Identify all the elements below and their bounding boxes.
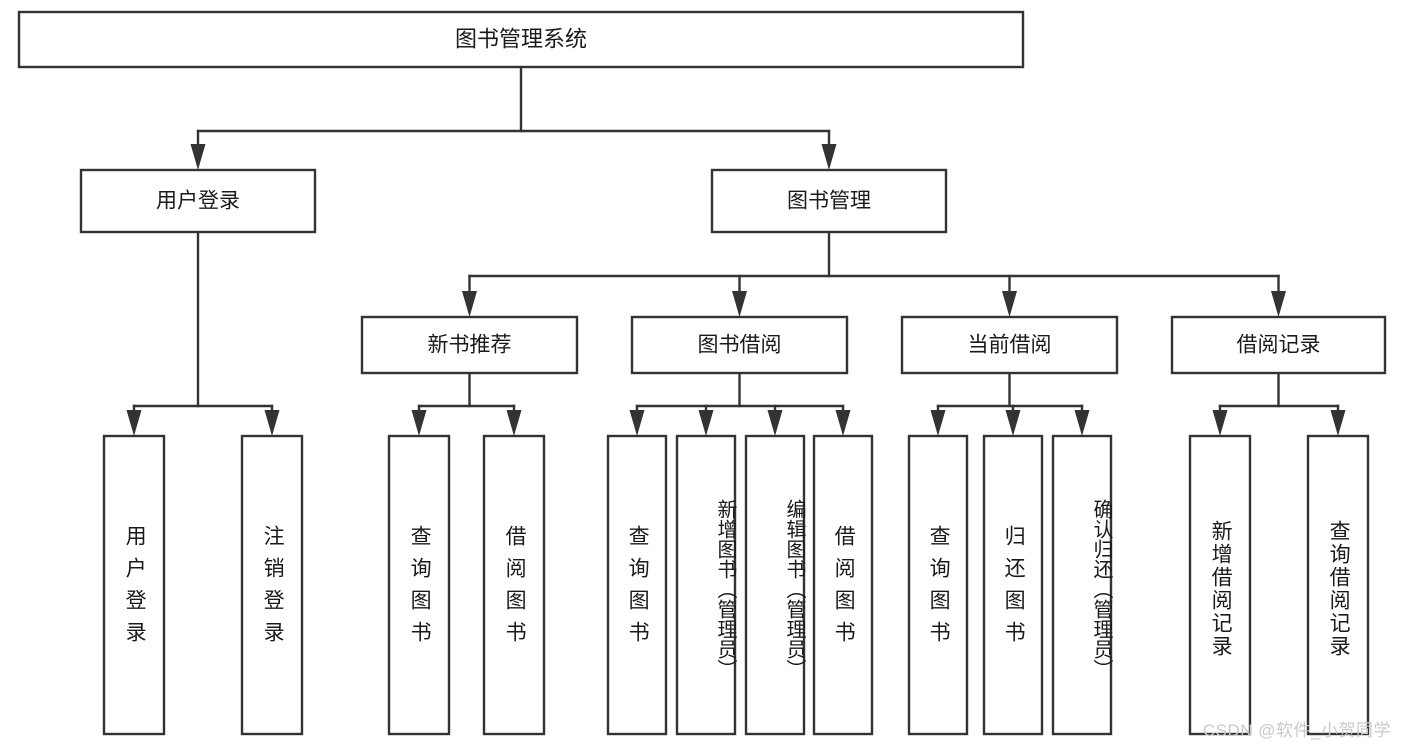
leaf-leaf-add-book-admin-rect[interactable]: [675, 434, 737, 736]
leaf-leaf-query-book-recommend-rect[interactable]: [387, 434, 451, 736]
leaf-leaf-borrow-book-recommend[interactable]: [482, 434, 546, 736]
node-borrow-record-rect[interactable]: [1170, 315, 1387, 375]
leaf-leaf-query-book-current[interactable]: [907, 434, 969, 736]
node-current-borrow-rect[interactable]: [900, 315, 1119, 375]
arrow-down-icon-leaf-query-book-recommend: [411, 410, 427, 436]
arrow-down-icon-leaf-borrow-book: [835, 410, 851, 436]
leaf-leaf-user-login[interactable]: [102, 434, 166, 736]
arrow-down-icon-book-borrow: [732, 291, 747, 317]
connectors-layer: [126, 65, 1346, 436]
arrow-down-icon-leaf-edit-book-admin: [767, 410, 783, 436]
node-new-book-recommend-label: 新书推荐: [428, 334, 512, 357]
leaf-leaf-query-book-borrow-rect[interactable]: [606, 434, 668, 736]
arrow-down-icon-leaf-query-borrow-record: [1330, 410, 1346, 436]
node-user-login[interactable]: 用户登录: [79, 168, 317, 234]
node-borrow-record-label: 借阅记录: [1237, 334, 1321, 357]
arrow-down-icon-borrow-record: [1271, 291, 1286, 317]
node-new-book-recommend-rect[interactable]: [360, 315, 579, 375]
node-root-rect[interactable]: [17, 10, 1025, 69]
arrow-down-icon-leaf-logout-login: [264, 410, 280, 436]
node-book-management[interactable]: 图书管理: [710, 168, 948, 234]
node-user-login-rect[interactable]: [79, 168, 317, 234]
leaf-leaf-confirm-return-admin[interactable]: [1051, 434, 1113, 736]
leaf-leaf-return-book-rect[interactable]: [982, 434, 1044, 736]
leaf-leaf-borrow-book-rect[interactable]: [812, 434, 874, 736]
arrow-down-icon-current-borrow: [1002, 291, 1017, 317]
leaf-leaf-confirm-return-admin-rect[interactable]: [1051, 434, 1113, 736]
leaf-leaf-add-borrow-record-rect[interactable]: [1188, 434, 1252, 736]
arrow-down-icon-leaf-user-login: [126, 410, 142, 436]
arrow-down-icon-user-login: [190, 144, 206, 170]
leaf-leaf-query-book-borrow[interactable]: [606, 434, 668, 736]
arrow-down-icon-leaf-add-book-admin: [698, 410, 714, 436]
arrow-down-icon-leaf-confirm-return-admin: [1074, 410, 1090, 436]
leaf-leaf-add-book-admin[interactable]: [675, 434, 737, 736]
leaf-leaf-query-book-recommend[interactable]: [387, 434, 451, 736]
watermark: CSDN @软件_小贺同学: [1202, 721, 1391, 740]
node-borrow-record[interactable]: 借阅记录: [1170, 315, 1387, 375]
node-book-borrow[interactable]: 图书借阅: [630, 315, 849, 375]
node-current-borrow[interactable]: 当前借阅: [900, 315, 1119, 375]
arrow-down-icon-book-management: [821, 144, 837, 170]
node-book-borrow-rect[interactable]: [630, 315, 849, 375]
node-current-borrow-label: 当前借阅: [968, 334, 1052, 357]
node-book-borrow-label: 图书借阅: [698, 334, 782, 357]
leaf-leaf-query-borrow-record[interactable]: [1306, 434, 1370, 736]
arrow-down-icon-leaf-return-book: [1005, 410, 1021, 436]
node-user-login-label: 用户登录: [156, 190, 240, 213]
leaf-leaf-logout-login[interactable]: [240, 434, 304, 736]
leaf-leaf-return-book[interactable]: [982, 434, 1044, 736]
arrow-down-icon-new-book-recommend: [462, 291, 477, 317]
arrow-down-icon-leaf-borrow-book-recommend: [506, 410, 522, 436]
leaf-leaf-edit-book-admin[interactable]: [744, 434, 806, 736]
node-book-management-label: 图书管理: [787, 190, 871, 213]
node-root-label: 图书管理系统: [455, 26, 587, 51]
node-book-management-rect[interactable]: [710, 168, 948, 234]
leaf-leaf-query-borrow-record-rect[interactable]: [1306, 434, 1370, 736]
leaf-leaf-add-borrow-record[interactable]: [1188, 434, 1252, 736]
node-new-book-recommend[interactable]: 新书推荐: [360, 315, 579, 375]
arrow-down-icon-leaf-add-borrow-record: [1212, 410, 1228, 436]
leaf-leaf-query-book-current-rect[interactable]: [907, 434, 969, 736]
arrow-down-icon-leaf-query-book-borrow: [629, 410, 645, 436]
leaf-leaf-edit-book-admin-rect[interactable]: [744, 434, 806, 736]
leaf-leaf-logout-login-rect[interactable]: [240, 434, 304, 736]
node-root[interactable]: 图书管理系统: [17, 10, 1025, 69]
arrow-down-icon-leaf-query-book-current: [930, 410, 946, 436]
leaf-leaf-borrow-book[interactable]: [812, 434, 874, 736]
leaf-leaf-borrow-book-recommend-rect[interactable]: [482, 434, 546, 736]
leaf-leaf-user-login-rect[interactable]: [102, 434, 166, 736]
